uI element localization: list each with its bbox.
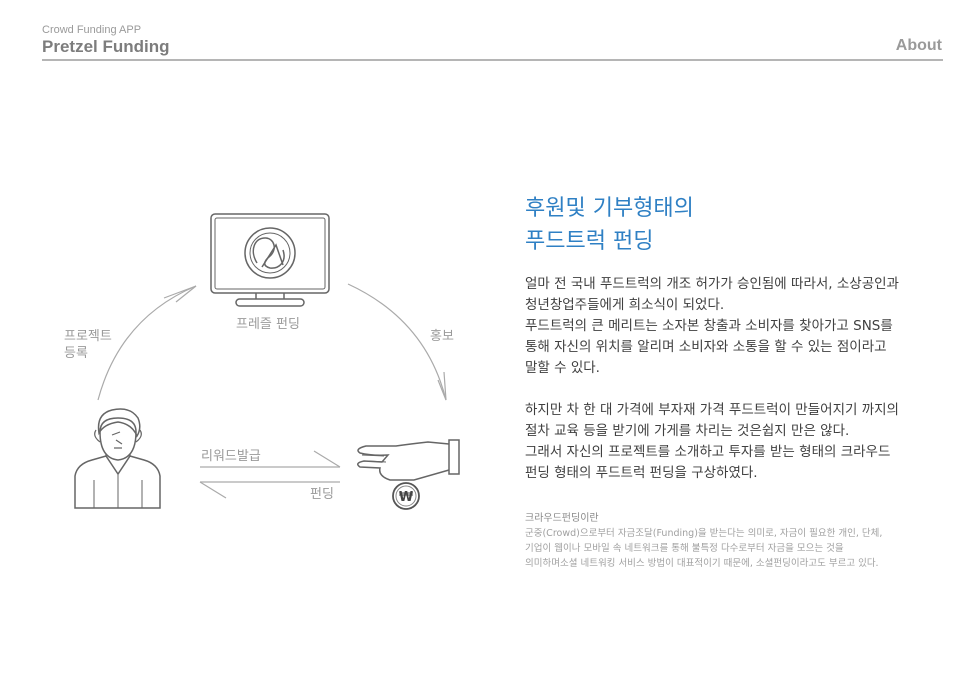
project-register-label-2: 등록 [64,346,88,361]
flow-arrows [97,283,447,499]
definition-text: 군중(Crowd)으로부터 자금조달(Funding)을 받는다는 의미로, 자… [525,526,882,571]
app-title: Pretzel Funding [42,37,170,56]
paragraph-line: 청년창업주들에게 희소식이 되었다. [525,297,725,313]
paragraph-line: 얼마 전 국내 푸드트럭의 개조 허가가 승인됨에 따라서, 소상공인과 [525,276,899,292]
headline-line-2: 푸드트럭 펀딩 [525,229,654,254]
reward-label: 리워드발급 [201,449,261,464]
paragraph-line: 푸드트럭의 큰 메리트는 소자본 창출과 소비자를 찾아가고 SNS를 [525,318,893,334]
paragraph-line: 펀딩 형태의 푸드트럭 펀딩을 구상하였다. [525,465,758,481]
funding-label: 펀딩 [310,487,334,502]
about-link[interactable]: About [895,37,942,54]
project-register-label-1: 프로젝트 [64,329,112,344]
coin-symbol: ₩ [399,490,414,505]
definition-heading: 크라우드펀딩이란 [525,513,599,524]
monitor-icon [210,213,330,307]
header-divider [42,59,943,61]
hand-coin-icon: ₩ [357,439,460,510]
diagram-illustration: ₩ [74,213,460,510]
paragraph-line: 통해 자신의 위치를 알리며 소비자와 소통을 할 수 있는 점이라고 [525,339,887,355]
person-icon [74,408,161,509]
headline-line-1: 후원및 기부형태의 [525,196,694,221]
pretzel-logo-icon [244,227,296,279]
definition-line: 군중(Crowd)으로부터 자금조달(Funding)을 받는다는 의미로, 자… [525,528,883,539]
promotion-label: 홍보 [430,329,454,344]
paragraph-2: 하지만 차 한 대 가격에 부자재 가격 푸드트럭이 만들어지기 까지의 절차 … [525,400,905,484]
paragraph-line: 말할 수 있다. [525,360,600,376]
paragraph-line: 절차 교육 등을 받기에 가게를 차리는 것은쉽지 만은 않다. [525,423,850,439]
paragraph-line: 하지만 차 한 대 가격에 부자재 가격 푸드트럭이 만들어지기 까지의 [525,402,899,418]
definition-line: 의미하며소셜 네트워킹 서비스 방법이 대표적이기 때문에, 소셜펀딩이라고도 … [525,558,879,569]
funding-flow-diagram: ₩ 프레즐 펀딩 프로젝트 등록 홍보 리워드발급 펀딩 [64,213,460,510]
app-subtitle: Crowd Funding APP [42,24,142,36]
definition-line: 기업이 웹이나 모바일 속 네트워크를 통해 불특정 다수로부터 자금을 모으는… [525,543,844,554]
main-headline: 후원및 기부형태의 푸드트럭 펀딩 [525,192,694,258]
paragraph-line: 그래서 자신의 프로젝트를 소개하고 투자를 받는 형태의 크라우드 [525,444,891,460]
paragraph-1: 얼마 전 국내 푸드트럭의 개조 허가가 승인됨에 따라서, 소상공인과 청년창… [525,274,905,379]
monitor-label: 프레즐 펀딩 [236,317,300,332]
